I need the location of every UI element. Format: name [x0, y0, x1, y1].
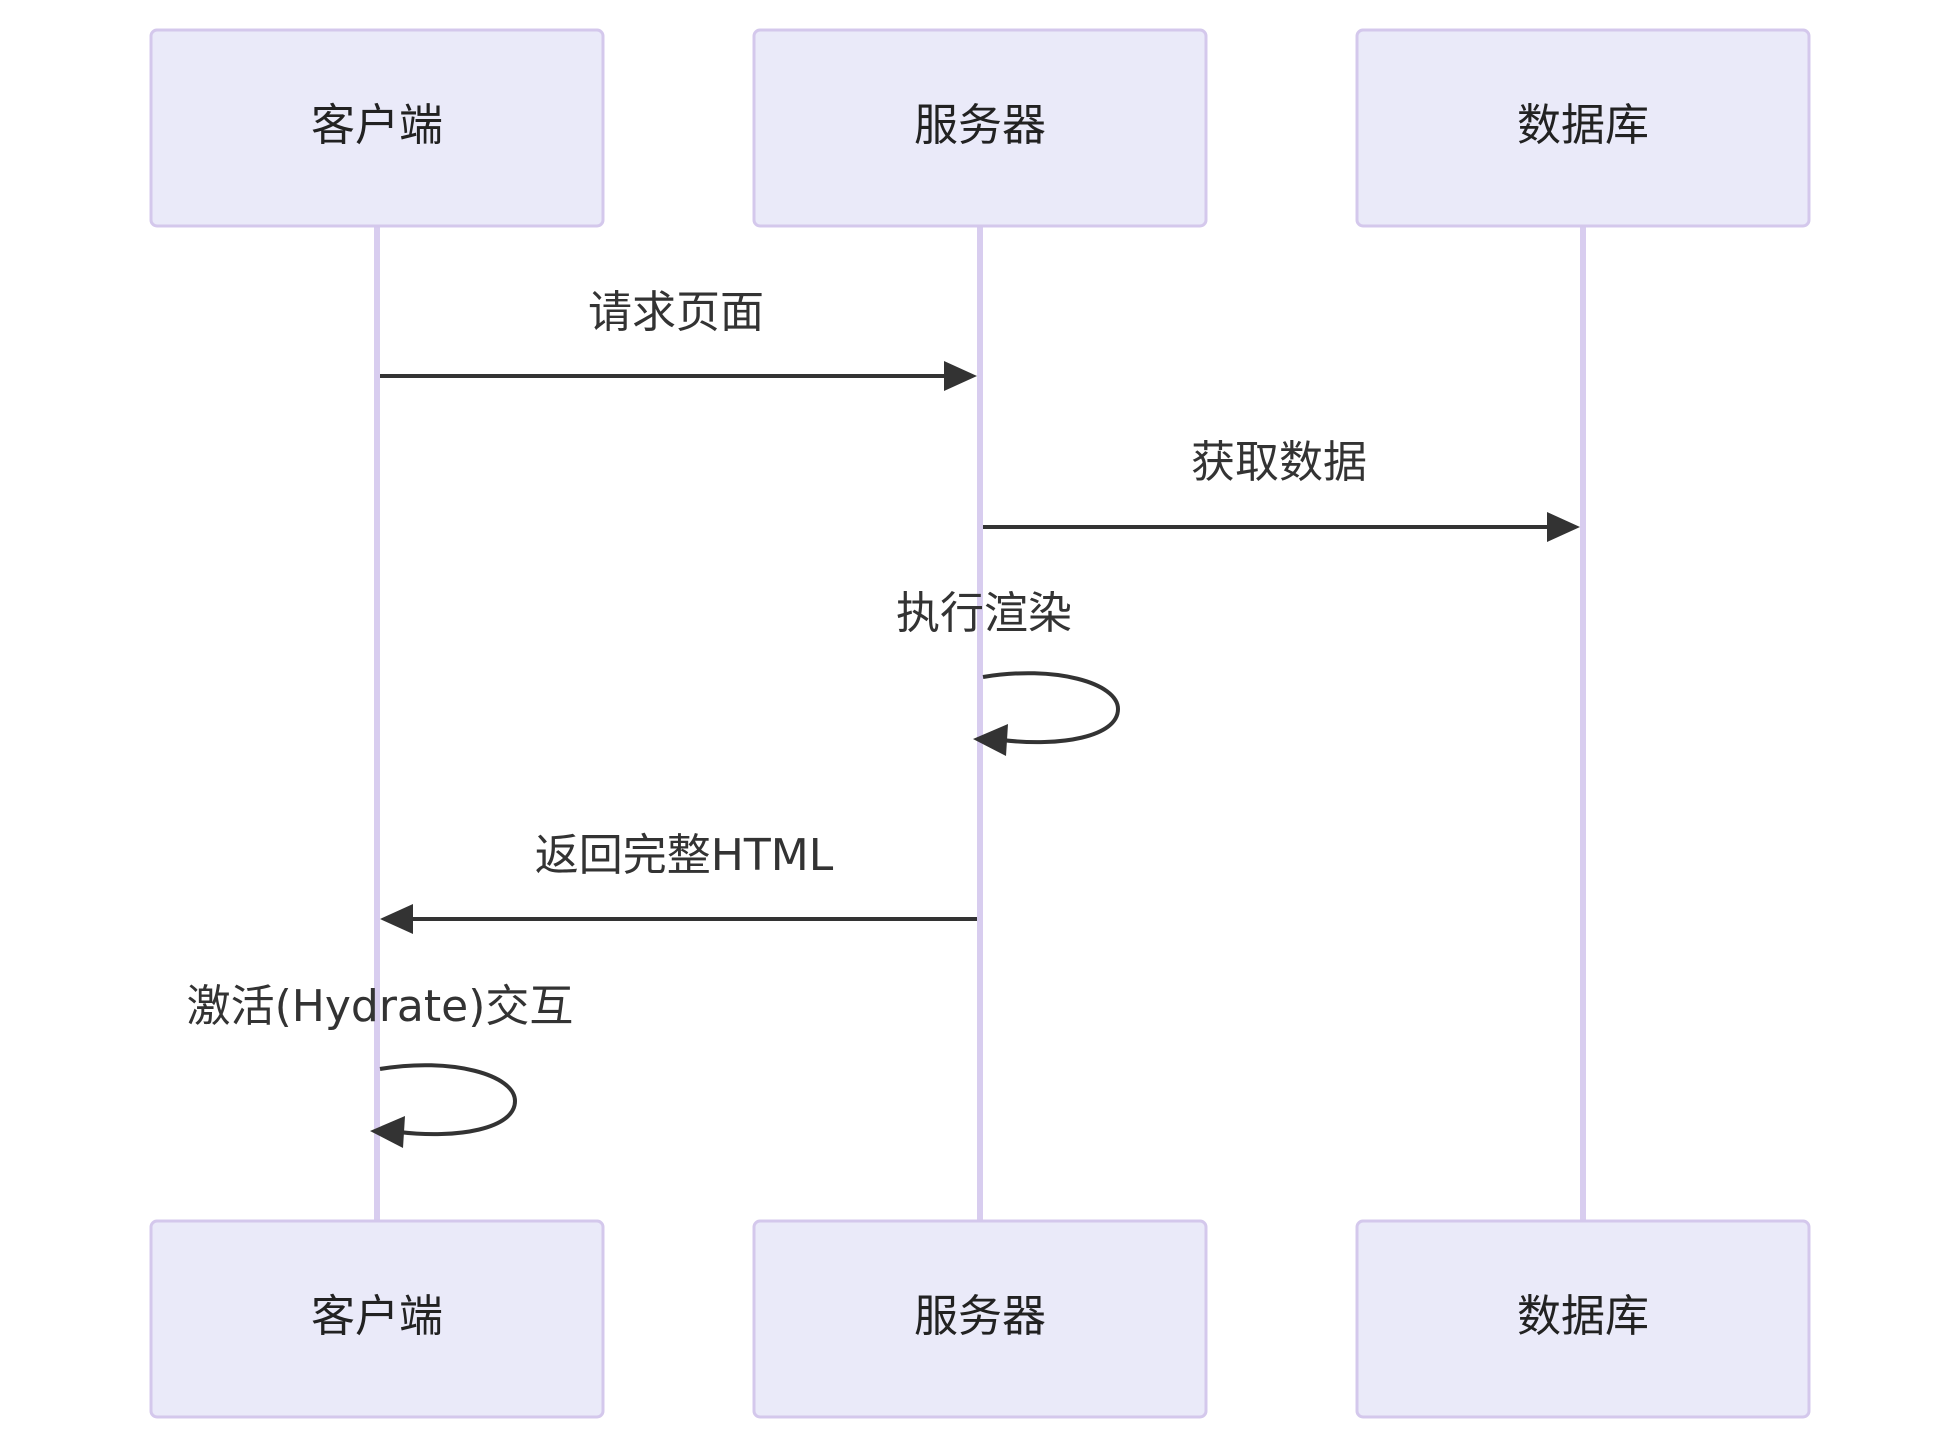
arrow-head — [973, 724, 1008, 756]
message-return-html: 返回完整HTML — [380, 830, 977, 934]
actor-label: 服务器 — [914, 100, 1046, 151]
message-label: 获取数据 — [1191, 437, 1367, 488]
arrow-head — [380, 904, 413, 934]
message-request-page: 请求页面 — [380, 287, 977, 391]
message-label: 返回完整HTML — [535, 830, 834, 881]
actor-label: 服务器 — [914, 1291, 1046, 1342]
actor-bottom-database: 数据库 — [1355, 1219, 1811, 1419]
actor-bottom-server: 服务器 — [752, 1219, 1208, 1419]
message-label: 激活(Hydrate)交互 — [187, 981, 574, 1032]
message-label: 请求页面 — [588, 287, 764, 338]
actor-label: 客户端 — [311, 1291, 443, 1342]
message-render-self: 执行渲染 — [896, 588, 1121, 756]
arrow-head — [370, 1116, 405, 1148]
message-hydrate-self: 激活(Hydrate)交互 — [187, 981, 574, 1148]
actor-label: 数据库 — [1517, 1291, 1649, 1342]
actor-label: 客户端 — [311, 100, 443, 151]
message-label: 执行渲染 — [896, 588, 1072, 639]
arrow-head — [944, 361, 977, 391]
message-fetch-data: 获取数据 — [983, 437, 1580, 542]
actor-top-client: 客户端 — [149, 28, 605, 228]
actor-top-database: 数据库 — [1355, 28, 1811, 228]
actor-top-server: 服务器 — [752, 28, 1208, 228]
actor-bottom-client: 客户端 — [149, 1219, 605, 1419]
arrow-head — [1547, 512, 1580, 542]
actor-label: 数据库 — [1517, 100, 1649, 151]
